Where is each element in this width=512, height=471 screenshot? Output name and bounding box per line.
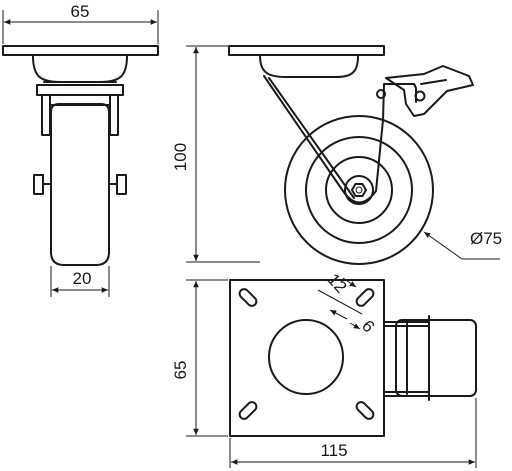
mounting-slot <box>355 288 375 307</box>
axle-washer <box>344 175 374 205</box>
front-view: 65 20 <box>2 2 159 297</box>
wheel-diameter-dimension-text: Ø75 <box>470 229 502 248</box>
fork-leg-right <box>109 94 119 136</box>
slot-dim-arrow <box>349 322 361 330</box>
wheel-body-top <box>395 319 477 397</box>
slot-dimension-text: 6 <box>358 316 378 336</box>
diameter-leader-line <box>423 231 463 260</box>
axle-nut-icon <box>351 183 367 197</box>
hole-dim-arrow <box>342 277 357 288</box>
fork-leg-left <box>41 94 51 136</box>
fork-crown <box>36 84 124 96</box>
hole-dim-extension <box>317 289 363 315</box>
axle-center <box>355 186 363 194</box>
brake-lever <box>385 65 474 117</box>
side-view: 100 Ø75 <box>171 45 502 265</box>
fork-rivet <box>376 89 386 99</box>
brake-lever-edge <box>420 79 447 85</box>
wheel-front <box>50 103 110 266</box>
mounting-slot <box>238 401 258 420</box>
mounting-plate-top <box>229 279 385 437</box>
mounting-slots <box>238 288 375 420</box>
mounting-slot <box>355 401 375 420</box>
swivel-bearing-side <box>259 55 359 78</box>
overall-length-dimension-text: 115 <box>320 441 347 460</box>
brake-pivot <box>414 90 426 102</box>
swivel-bearing <box>32 55 128 83</box>
axle-nut-right <box>116 174 127 195</box>
plate-dimension-text: 65 <box>171 361 190 380</box>
front-width-dimension-text: 65 <box>71 2 90 21</box>
top-view: 12 6 65 115 <box>171 270 477 468</box>
fork-arm <box>263 75 417 204</box>
hole-dim-arrow <box>329 309 348 320</box>
mounting-plate <box>2 45 159 56</box>
wheel-outer <box>284 115 434 265</box>
swivel-bearing-top <box>268 319 344 395</box>
wheel-top <box>383 315 477 401</box>
mounting-plate-side <box>228 45 385 56</box>
fork-arm-inner <box>268 77 355 199</box>
mounting-slot <box>238 288 258 307</box>
height-dimension-text: 100 <box>171 143 190 171</box>
wheel-width-dimension-text: 20 <box>73 269 92 288</box>
wheel-hub <box>325 156 393 224</box>
axle-nut-left <box>33 174 44 195</box>
hole-dimension-text: 12 <box>324 270 351 297</box>
wheel-tread-inner <box>305 136 413 244</box>
